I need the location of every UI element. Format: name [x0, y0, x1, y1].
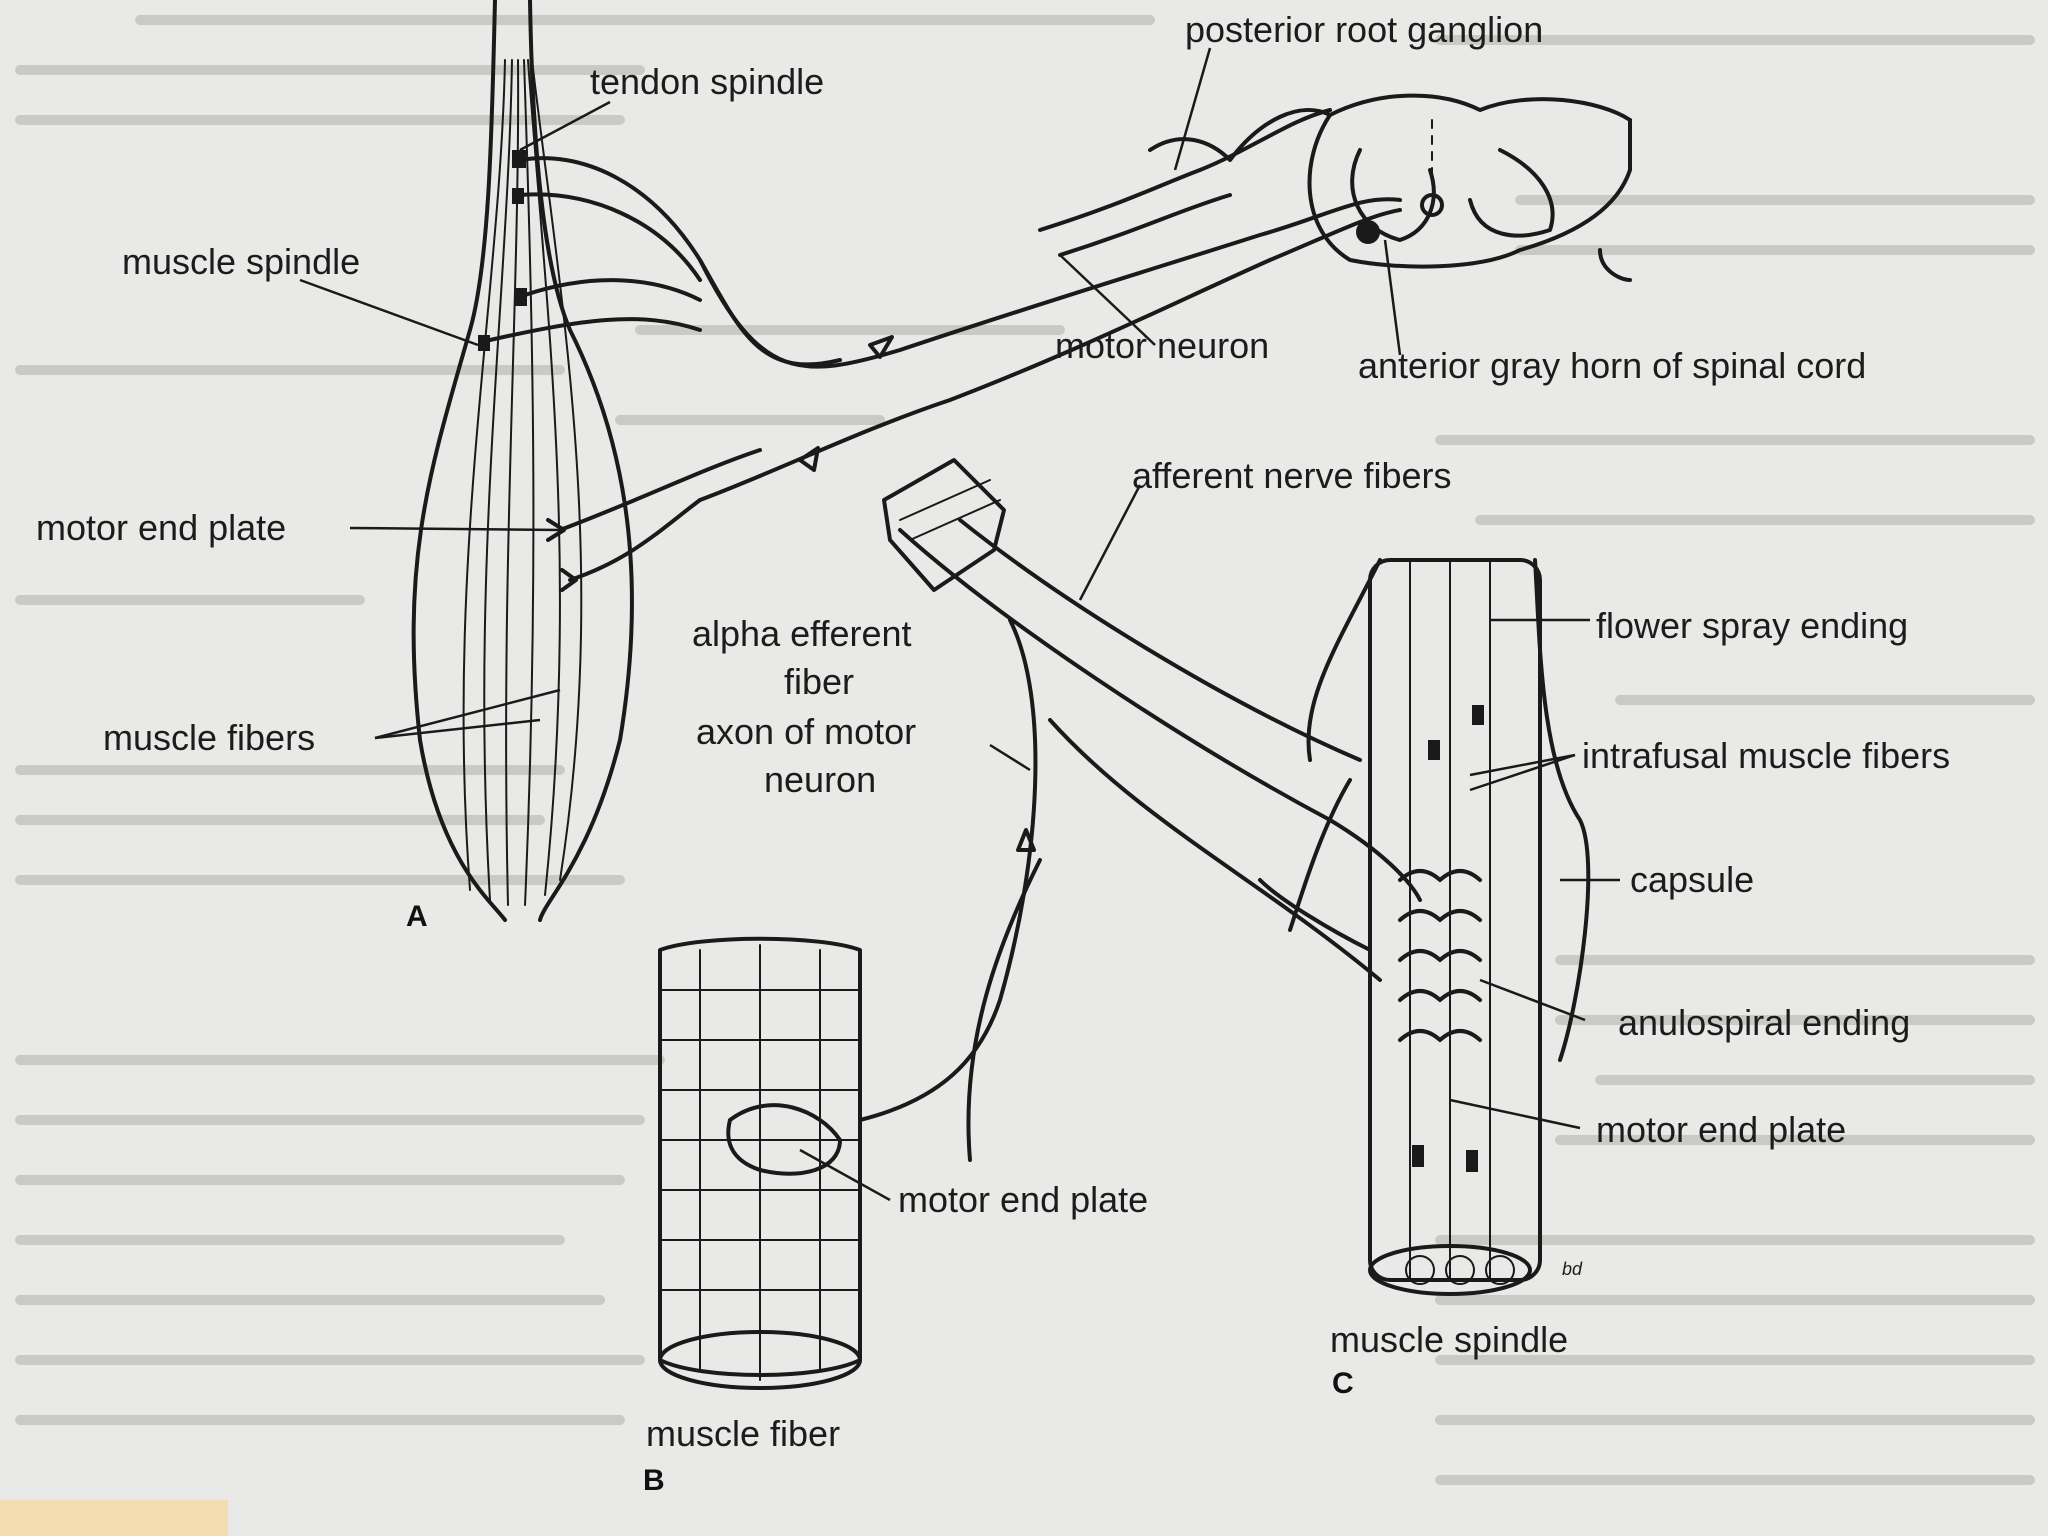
label-muscle-fibers: muscle fibers [103, 717, 315, 758]
label-capsule: capsule [1630, 859, 1754, 900]
label-motor-end-plate-b: motor end plate [898, 1179, 1148, 1220]
label-anulospiral-ending: anulospiral ending [1618, 1002, 1910, 1043]
label-flower-spray-ending: flower spray ending [1596, 605, 1908, 646]
label-anterior-gray-horn: anterior gray horn of spinal cord [1358, 345, 1866, 386]
panel-letter-c: C [1332, 1367, 1354, 1400]
diagram-labels: posterior root ganglion tendon spindle m… [36, 9, 1950, 1497]
label-axon-motor-neuron-line2: neuron [764, 759, 876, 800]
muscle-spindle-illustration-c [882, 458, 1591, 1296]
label-posterior-root-ganglion: posterior root ganglion [1185, 9, 1543, 50]
label-tendon-spindle: tendon spindle [590, 61, 824, 102]
label-intrafusal-muscle-fibers: intrafusal muscle fibers [1582, 735, 1950, 776]
label-motor-neuron: motor neuron [1055, 325, 1269, 366]
panel-letter-b: B [643, 1464, 665, 1497]
spinal-cord-section [1148, 93, 1632, 282]
label-muscle-spindle-a: muscle spindle [122, 241, 360, 282]
corner-tab [0, 1500, 228, 1536]
label-alpha-efferent-line1: alpha efferent [692, 613, 912, 654]
label-motor-end-plate-c: motor end plate [1596, 1109, 1846, 1150]
alpha-efferent-fiber [858, 618, 1042, 1162]
nerve-trunk [698, 108, 1402, 502]
label-muscle-fiber-b: muscle fiber [646, 1413, 840, 1454]
leader-lines [299, 47, 1620, 1202]
label-alpha-efferent-line2: fiber [784, 661, 854, 702]
label-motor-end-plate-a: motor end plate [36, 507, 286, 548]
label-afferent-nerve-fibers: afferent nerve fibers [1132, 455, 1452, 496]
label-muscle-spindle-c: muscle spindle [1330, 1319, 1568, 1360]
muscle-fiber-illustration-b [658, 936, 862, 1390]
panel-letter-a: A [406, 900, 428, 933]
artist-mark: bd [1562, 1259, 1583, 1279]
background-text-lines [15, 15, 2035, 1485]
label-axon-motor-neuron-line1: axon of motor [696, 711, 916, 752]
